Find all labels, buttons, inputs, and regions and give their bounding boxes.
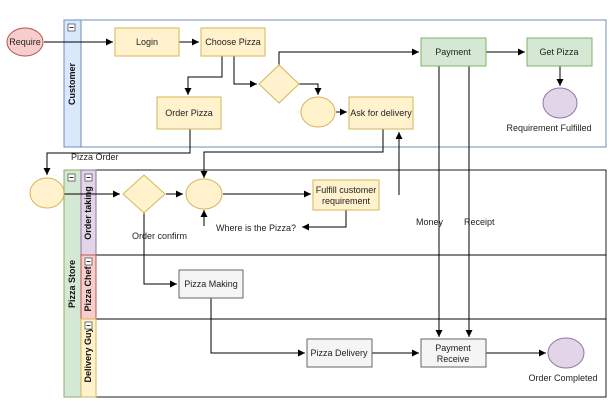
- edge-order-to-store: [43, 129, 191, 175]
- collapse-store-icon[interactable]: [67, 173, 76, 182]
- get-pizza-label: Get Pizza: [539, 47, 578, 57]
- customer-lane-title: Customer: [67, 63, 77, 106]
- node-require[interactable]: Require: [6, 27, 44, 57]
- requirement-fulfilled-label: Requirement Fulfilled: [506, 123, 591, 133]
- login-label: Login: [136, 37, 158, 47]
- collapse-customer-icon[interactable]: [67, 23, 76, 32]
- edge-gateway-circle: [299, 83, 322, 95]
- pizza-store-lane-title: Pizza Store: [67, 260, 77, 308]
- node-payment-receive[interactable]: Payment Receive: [420, 338, 487, 368]
- customer-intermediate-event[interactable]: [300, 96, 336, 128]
- fulfill-label-line2: requirement: [322, 196, 371, 206]
- delivery-guy-lane-title: Delivery Guy: [83, 327, 93, 382]
- node-fulfill-requirement[interactable]: Fulfill customer requirement: [312, 179, 380, 211]
- require-label: Require: [9, 37, 41, 47]
- order-pizza-label: Order Pizza: [165, 108, 213, 118]
- node-order-pizza[interactable]: Order Pizza: [156, 96, 222, 130]
- pizza-chef-lane-title: Pizza Chef: [83, 265, 93, 311]
- node-login[interactable]: Login: [114, 27, 180, 57]
- edges: [43, 38, 564, 357]
- pizza-making-label: Pizza Making: [184, 279, 238, 289]
- node-get-pizza[interactable]: Get Pizza: [526, 37, 593, 67]
- edge-gateway-making: [143, 213, 177, 288]
- order-completed-label: Order Completed: [528, 373, 597, 383]
- edge-gateway-payment: [278, 48, 419, 65]
- where-is-pizza-edge-label: Where is the Pizza?: [216, 223, 296, 233]
- store-start-event[interactable]: [29, 177, 65, 209]
- order-taking-lane-title: Order taking: [83, 186, 93, 240]
- order-gateway[interactable]: [122, 174, 166, 214]
- pizza-order-edge-label: Pizza Order: [71, 152, 119, 162]
- edge-making-delivery: [210, 298, 305, 357]
- fulfill-label-line1: Fulfill customer: [316, 185, 377, 195]
- node-choose-pizza[interactable]: Choose Pizza: [200, 27, 266, 57]
- payment-receive-label-line2: Receive: [437, 354, 470, 364]
- node-pizza-delivery[interactable]: Pizza Delivery: [306, 338, 373, 368]
- receipt-edge-label: Receipt: [464, 217, 495, 227]
- order-intermediate-event[interactable]: [185, 178, 223, 210]
- order-confirm-edge-label: Order confirm: [132, 231, 187, 241]
- choose-pizza-label: Choose Pizza: [205, 37, 261, 47]
- edge-choose-order: [184, 56, 223, 95]
- node-payment[interactable]: Payment: [420, 37, 487, 67]
- node-order-completed[interactable]: [547, 337, 585, 369]
- edge-ask-to-circle: [200, 129, 384, 178]
- node-requirement-fulfilled[interactable]: [542, 87, 578, 119]
- customer-gateway[interactable]: [258, 64, 300, 104]
- payment-receive-label-line1: Payment: [435, 343, 471, 353]
- money-edge-label: Money: [416, 217, 444, 227]
- collapse-pizza-chef-icon[interactable]: [84, 257, 93, 266]
- node-ask-for-delivery[interactable]: Ask for delivery: [348, 96, 414, 130]
- edge-choose-gateway: [233, 56, 257, 88]
- edge-fulfill-where: [302, 210, 347, 231]
- pizza-delivery-label: Pizza Delivery: [310, 348, 368, 358]
- node-pizza-making[interactable]: Pizza Making: [178, 269, 244, 299]
- payment-label: Payment: [435, 47, 471, 57]
- collapse-order-taking-icon[interactable]: [84, 173, 93, 182]
- collapse-delivery-guy-icon[interactable]: [84, 321, 93, 330]
- ask-for-delivery-label: Ask for delivery: [350, 108, 412, 118]
